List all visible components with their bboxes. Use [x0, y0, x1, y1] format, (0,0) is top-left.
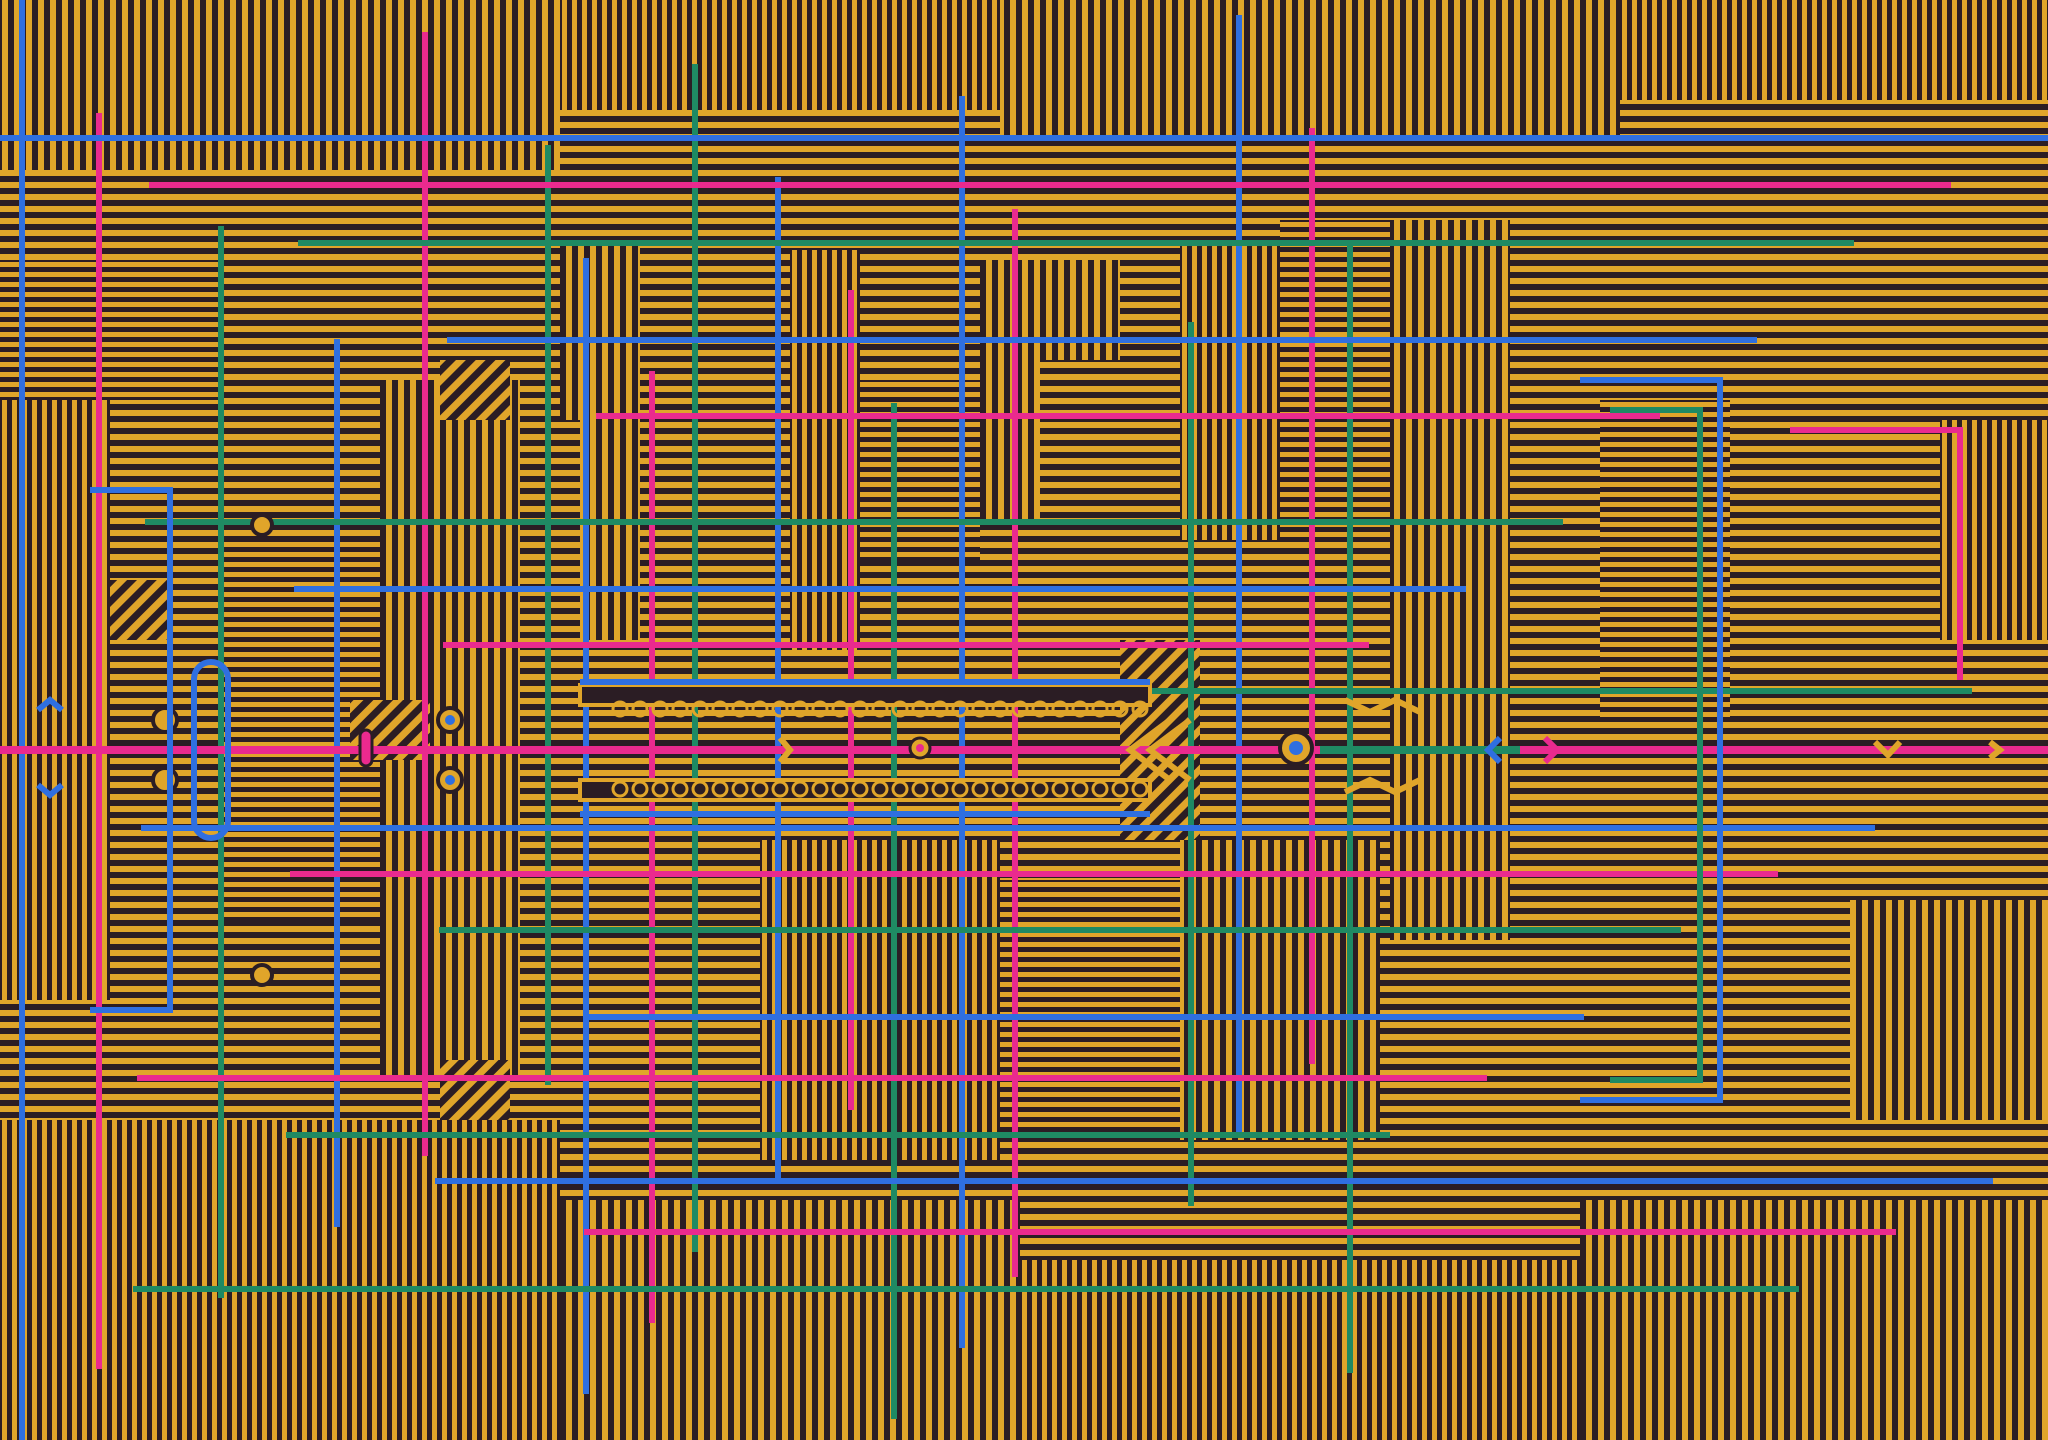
bead [671, 700, 689, 718]
bead [851, 700, 869, 718]
bead [671, 780, 689, 798]
bead [1131, 700, 1149, 718]
bead [1091, 700, 1109, 718]
node-bottom [250, 963, 274, 987]
node-top [250, 513, 274, 537]
bead [1031, 700, 1049, 718]
bead [1051, 700, 1069, 718]
bead [1111, 700, 1129, 718]
bead [1071, 780, 1089, 798]
node-gear-left-2 [151, 766, 179, 794]
bead [631, 700, 649, 718]
bead [631, 780, 649, 798]
bead [831, 780, 849, 798]
bead [731, 780, 749, 798]
bead [751, 780, 769, 798]
bead [951, 700, 969, 718]
bead [691, 700, 709, 718]
bead [891, 700, 909, 718]
bead [611, 780, 629, 798]
bead [971, 780, 989, 798]
bead [831, 700, 849, 718]
bead [871, 780, 889, 798]
bead [931, 780, 949, 798]
chevrons [36, 696, 2005, 799]
nodes [151, 513, 1314, 987]
bead [1071, 700, 1089, 718]
bead [891, 780, 909, 798]
bead [931, 700, 949, 718]
frame-brackets [90, 377, 1963, 1103]
pill-outline-left [191, 659, 231, 841]
bead [771, 780, 789, 798]
bead [1091, 780, 1109, 798]
bead [991, 780, 1009, 798]
bead [811, 700, 829, 718]
bead [991, 700, 1009, 718]
bead [1051, 780, 1069, 798]
bead [911, 700, 929, 718]
central-bar [0, 679, 2048, 817]
bead [651, 700, 669, 718]
bead [971, 700, 989, 718]
bead [1131, 780, 1149, 798]
bead [811, 780, 829, 798]
pill-center-left [358, 728, 374, 768]
bead [1111, 780, 1129, 798]
bead [1011, 780, 1029, 798]
bead [951, 780, 969, 798]
bead [711, 780, 729, 798]
bead [651, 780, 669, 798]
bead-rows [611, 700, 1149, 798]
bead [771, 700, 789, 718]
bead [1031, 780, 1049, 798]
bead [851, 780, 869, 798]
bead [711, 700, 729, 718]
bead [731, 700, 749, 718]
bead [871, 700, 889, 718]
bead [691, 780, 709, 798]
bead [911, 780, 929, 798]
bead [791, 780, 809, 798]
bead [751, 700, 769, 718]
bead [791, 700, 809, 718]
bead [1011, 700, 1029, 718]
node-gear-left [151, 706, 179, 734]
bead [611, 700, 629, 718]
